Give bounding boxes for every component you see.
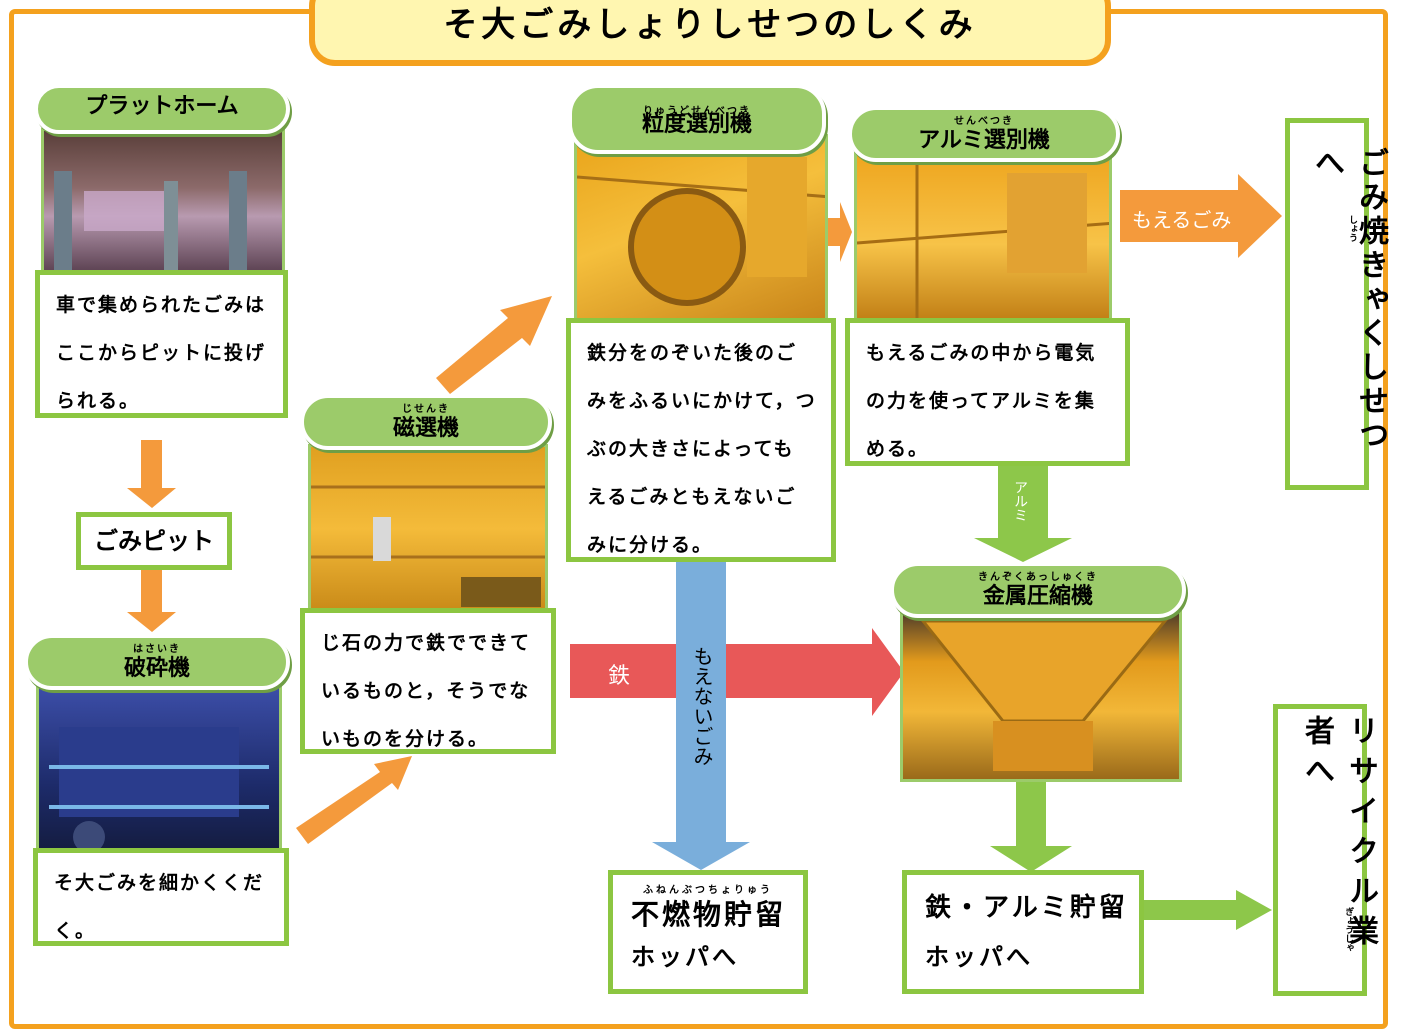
platform-header: プラットホーム bbox=[34, 84, 290, 134]
sizesorter-desc-line: 鉄分をのぞいた後のご bbox=[587, 342, 798, 364]
crusher-ruby: はさいき bbox=[133, 644, 181, 655]
platform-desc: 車で集められたごみは ここからピットに投げ られる。 bbox=[35, 270, 288, 418]
sizesorter-desc: 鉄分をのぞいた後のご みをふるいにかけて，つ ぶの大きさによっても えるごみとも… bbox=[566, 318, 836, 562]
title-box bbox=[309, 0, 1111, 66]
metal-line: 鉄・アルミ貯留 bbox=[925, 893, 1128, 923]
incineration-box: ごみ焼きゃくしせつへ しょう bbox=[1285, 118, 1388, 490]
crusher-name: 破砕機 bbox=[123, 656, 190, 681]
label-combustible: もえるごみ bbox=[1132, 208, 1232, 232]
compressor-photo bbox=[900, 608, 1182, 782]
label-aluminum: アルミ bbox=[1012, 480, 1028, 522]
incineration-text: ごみ焼きゃくしせつへ bbox=[1309, 147, 1388, 453]
sizesorter-ruby: りゅうどせんべつき bbox=[643, 106, 751, 117]
sizesorter-desc-line: ぶの大きさによっても bbox=[587, 438, 795, 460]
compressor-ruby: きんぞくあっしゅくき bbox=[978, 572, 1098, 583]
arrow-noncombustible-down bbox=[652, 562, 750, 870]
magnet-header: じせんき 磁選機 bbox=[300, 394, 552, 450]
noncomb-hopper-box: ふねんぶつちょりゅう 不燃物貯留 ホッパへ bbox=[608, 870, 808, 994]
magnet-desc-line: じ石の力で鉄でできて bbox=[321, 632, 532, 654]
magnet-photo bbox=[308, 444, 548, 614]
sizesorter-name: 粒度選別機 bbox=[641, 112, 752, 137]
diagram-title: そ大ごみしょりしせつのしくみ bbox=[443, 5, 977, 45]
arrow-magnet-to-sizesorter bbox=[436, 296, 552, 394]
crusher-photo bbox=[36, 684, 282, 854]
platform-desc-line: られる。 bbox=[56, 390, 141, 412]
crusher-desc-line: そ大ごみを細かくくだ bbox=[54, 872, 265, 894]
platform-desc-line: 車で集められたごみは bbox=[56, 294, 267, 316]
platform-name: プラットホーム bbox=[85, 94, 239, 119]
incineration-ruby: しょう bbox=[1347, 215, 1357, 242]
arrow-sizesorter-to-alsorter bbox=[822, 202, 852, 262]
pit-box: ごみピット bbox=[76, 512, 232, 570]
arrow-crusher-to-magnet bbox=[296, 756, 412, 844]
alsorter-desc-line: の力を使ってアルミを集 bbox=[866, 390, 1096, 412]
noncomb-line: ホッパへ bbox=[631, 943, 739, 971]
arrow-iron-to-compressor bbox=[570, 628, 904, 716]
sizesorter-desc-line: えるごみともえないご bbox=[587, 486, 797, 508]
label-noncombustible: もえないごみ bbox=[690, 646, 714, 766]
recycle-box: リサイクル業者へ ぎょうしゃ bbox=[1273, 704, 1378, 996]
sizesorter-photo bbox=[574, 134, 828, 322]
magnet-name: 磁選機 bbox=[392, 416, 459, 441]
platform-photo bbox=[41, 128, 285, 276]
alsorter-photo bbox=[854, 150, 1112, 322]
sizesorter-header: りゅうどせんべつき 粒度選別機 bbox=[568, 84, 826, 154]
recycle-text: リサイクル業者へ bbox=[1299, 715, 1378, 955]
alsorter-desc: もえるごみの中から電気 の力を使ってアルミを集 める。 bbox=[845, 318, 1130, 466]
alsorter-desc-line: もえるごみの中から電気 bbox=[866, 342, 1097, 364]
magnet-desc-line: いものを分ける。 bbox=[321, 728, 490, 750]
compressor-header: きんぞくあっしゅくき 金属圧縮機 bbox=[890, 562, 1186, 618]
noncomb-ruby: ふねんぶつちょりゅう bbox=[643, 885, 773, 896]
alsorter-header: せんべつき アルミ選別機 bbox=[848, 106, 1120, 162]
arrow-pit-to-crusher bbox=[127, 570, 176, 632]
crusher-header: はさいき 破砕機 bbox=[24, 634, 290, 690]
arrow-alsorter-to-incineration bbox=[1120, 174, 1282, 258]
metal-hopper-box: 鉄・アルミ貯留 ホッパへ bbox=[902, 870, 1144, 994]
arrow-compressor-to-metal bbox=[990, 780, 1072, 872]
platform-desc-line: ここからピットに投げ bbox=[56, 342, 267, 364]
metal-line: ホッパへ bbox=[925, 943, 1033, 971]
sizesorter-desc-line: みをふるいにかけて，つ bbox=[587, 390, 817, 412]
compressor-name: 金属圧縮機 bbox=[982, 584, 1093, 609]
noncomb-line: 不燃物貯留 bbox=[631, 898, 787, 931]
arrow-alsorter-to-compressor bbox=[974, 466, 1072, 562]
arrow-metal-to-recycle bbox=[1144, 890, 1272, 930]
pit-name: ごみピット bbox=[94, 527, 214, 555]
crusher-desc: そ大ごみを細かくくだ く。 bbox=[33, 848, 289, 946]
label-iron: 鉄 bbox=[608, 664, 631, 689]
sizesorter-desc-line: みに分ける。 bbox=[587, 534, 714, 556]
arrow-platform-to-pit bbox=[127, 440, 176, 508]
alsorter-ruby: せんべつき bbox=[954, 116, 1014, 127]
magnet-desc-line: いるものと，そうでな bbox=[321, 680, 531, 702]
alsorter-name: アルミ選別機 bbox=[918, 128, 1050, 153]
magnet-desc: じ石の力で鉄でできて いるものと，そうでな いものを分ける。 bbox=[300, 608, 556, 754]
recycle-ruby: ぎょうしゃ bbox=[1343, 907, 1353, 952]
alsorter-desc-line: める。 bbox=[866, 438, 930, 460]
crusher-desc-line: く。 bbox=[54, 920, 97, 942]
magnet-ruby: じせんき bbox=[402, 404, 450, 415]
